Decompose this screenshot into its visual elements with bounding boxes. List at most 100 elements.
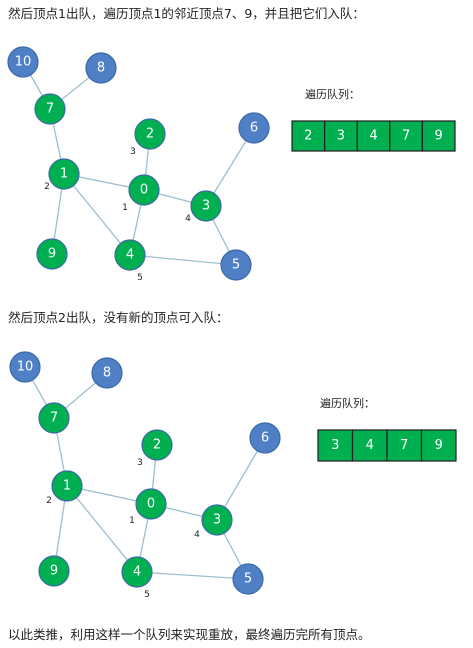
node-circle [48,158,80,190]
queue-cell: 9 [421,120,456,152]
edge-weight-label: 1 [129,516,135,526]
edge-weight-label: 2 [44,182,50,192]
edge-weight-label: 5 [144,590,150,600]
node-label: 3 [202,199,210,214]
queue-cell-box [324,120,358,152]
edge-weight-label: 2 [46,496,52,506]
node-circle [201,504,233,536]
queue-cell-value: 7 [400,438,408,453]
queue-cell-box [351,429,388,462]
node-circle [34,93,66,125]
edge-weight-label: 5 [137,273,143,283]
edge-1-4 [63,173,131,256]
node-circle [114,239,146,271]
node-label: 7 [50,411,58,426]
node-4: 4 [114,239,146,271]
edge-1-4 [66,485,138,573]
node-8: 8 [91,357,123,389]
node-8: 8 [85,52,117,84]
node-1: 1 [51,470,83,502]
node-label: 10 [17,360,34,375]
node-2: 2 [134,118,166,150]
queue-cell: 2 [291,120,326,152]
queue-cell: 4 [351,429,388,462]
queue-cell-value: 7 [402,129,410,144]
node-label: 2 [146,127,154,142]
node-6: 6 [238,112,270,144]
queue-cell-box [421,120,456,152]
node-circle [38,402,70,434]
node-2: 2 [141,429,173,461]
queue-cell: 3 [324,120,358,152]
node-label: 1 [63,479,71,494]
node-label: 7 [46,102,54,117]
node-circle [232,563,264,595]
node-label: 8 [97,61,105,76]
edge-4-5 [129,254,237,266]
queue-title: 遍历队列： [305,87,360,101]
node-label: 6 [261,431,269,446]
node-label: 3 [213,513,221,528]
node-9: 9 [36,238,68,270]
node-label: 9 [50,564,58,579]
edge-weight-label: 3 [137,458,143,468]
node-9: 9 [38,555,70,587]
edge-weight-label: 4 [185,214,191,224]
intro-paragraph: 然后顶点1出队，遍历顶点1的邻近顶点7、9，并且把它们入队： [8,6,365,21]
node-circle [134,118,166,150]
node-circle [121,556,153,588]
edge-weight-label: 4 [194,530,200,540]
middle-paragraph: 然后顶点2出队，没有新的顶点可入队： [8,310,229,325]
queue-cell-value: 3 [331,438,339,453]
node-label: 4 [133,565,141,580]
node-circle [51,470,83,502]
node-1: 1 [48,158,80,190]
node-5: 5 [232,563,264,595]
node-label: 5 [232,258,240,273]
node-7: 7 [34,93,66,125]
node-3: 3 [201,504,233,536]
queue-cell-box [420,429,457,462]
node-circle [91,357,123,389]
queue-cell-value: 2 [304,129,312,144]
node-circle [141,429,173,461]
node-0: 0 [135,488,167,520]
queue-cell: 4 [356,120,391,152]
queue-cell-box [356,120,391,152]
node-label: 0 [140,183,148,198]
queue-cell: 3 [317,429,354,462]
queue-cell-box [291,120,326,152]
node-circle [220,249,252,281]
node-6: 6 [249,422,281,454]
node-circle [249,422,281,454]
node-5: 5 [220,249,252,281]
node-circle [38,555,70,587]
node-circle [9,351,41,383]
node-3: 3 [190,190,222,222]
node-label: 9 [48,247,56,262]
edge-6-3 [216,437,266,521]
edge-weight-label: 1 [122,203,128,213]
queue-cell-value: 9 [435,129,443,144]
node-0: 0 [128,174,160,206]
node-label: 6 [250,121,258,136]
node-label: 10 [15,55,32,70]
node-circle [128,174,160,206]
queue-title: 遍历队列： [320,396,375,410]
node-10: 10 [7,46,39,78]
edge-weight-label: 3 [130,147,136,157]
edge-4-5 [136,571,249,580]
node-circle [7,46,39,78]
node-label: 8 [103,366,111,381]
node-label: 4 [126,248,134,263]
node-circle [85,52,117,84]
node-circle [190,190,222,222]
node-label: 2 [153,438,161,453]
queue-cell-box [389,120,423,152]
queue-cell-value: 9 [435,438,443,453]
node-label: 5 [244,572,252,587]
queue-cell-box [386,429,423,462]
